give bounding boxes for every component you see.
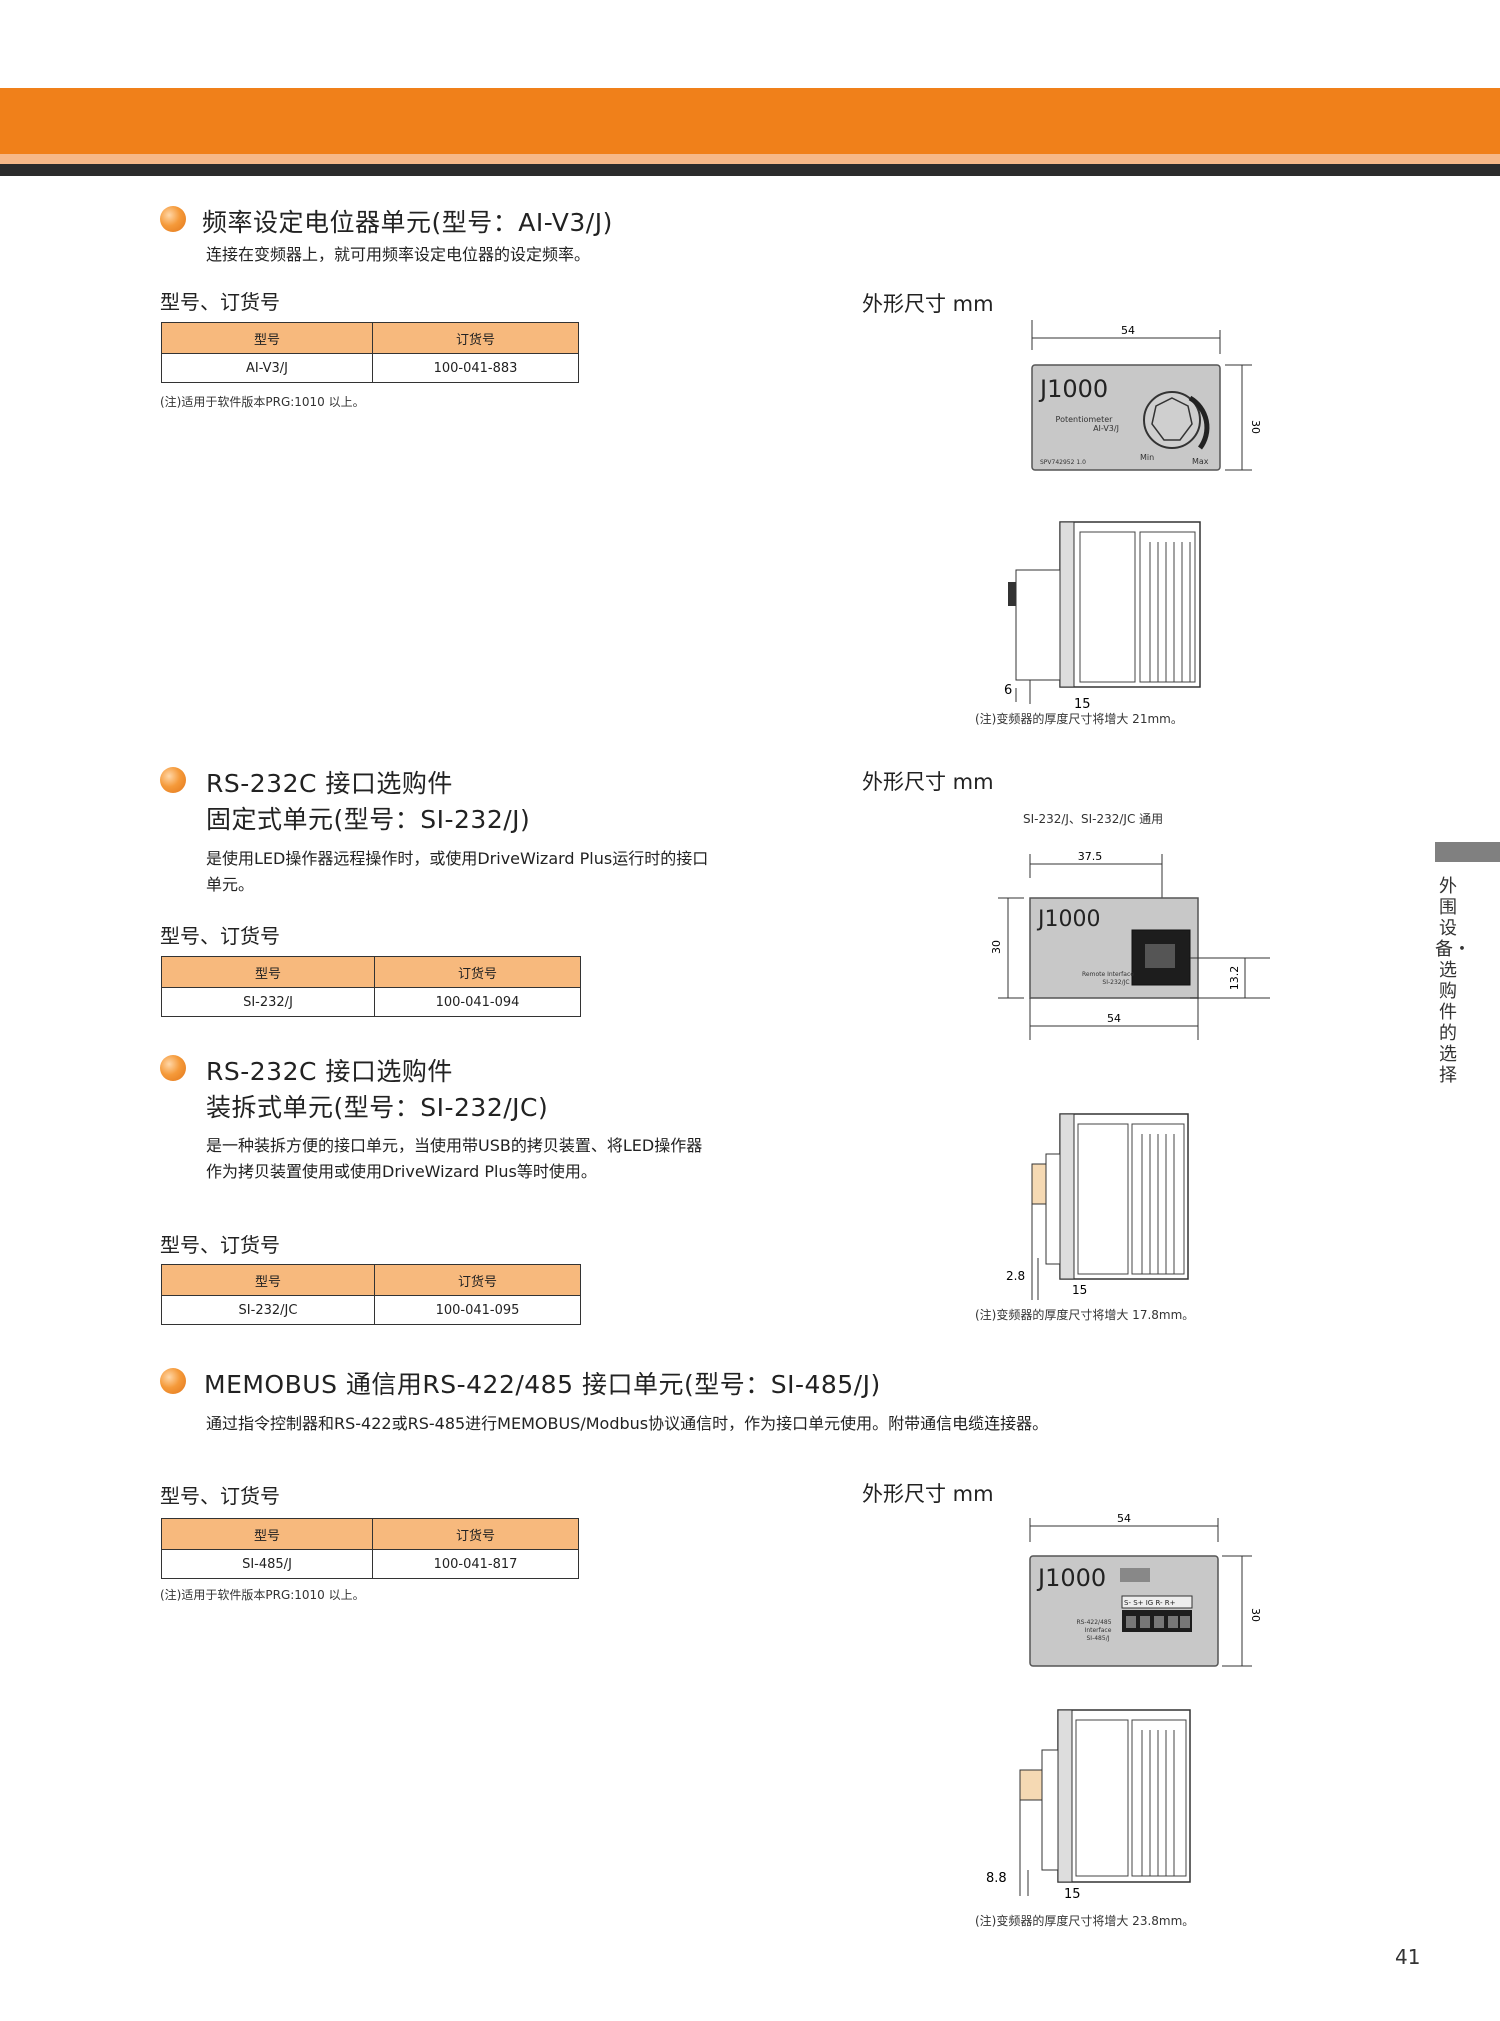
- label-interface: Interface: [1085, 1627, 1112, 1634]
- page-number: 41: [1395, 1945, 1421, 1969]
- table-subhead: 型号、订货号: [160, 290, 280, 314]
- terminal-labels: S- S+ IG R- R+: [1124, 1599, 1176, 1607]
- table-cell-order: 100-041-094: [374, 987, 581, 1017]
- section-title-line2: 固定式单元(型号：SI-232/J): [206, 805, 531, 834]
- section-bullet-icon: [160, 1055, 186, 1081]
- model-label: J1000: [1038, 375, 1108, 403]
- section-title-line1: RS-232C 接口选购件: [206, 769, 453, 798]
- drawing-note: (注)变频器的厚度尺寸将增大 21mm。: [975, 712, 1183, 726]
- section-description-line1: 是一种装拆方便的接口单元，当使用带USB的拷贝装置、将LED操作器: [206, 1136, 703, 1155]
- table-header-model: 型号: [161, 1518, 373, 1550]
- dim-height: 30: [1249, 420, 1260, 434]
- section-description-line2: 单元。: [206, 875, 255, 894]
- section-description: 连接在变频器上，就可用频率设定电位器的设定频率。: [206, 245, 591, 264]
- section-bullet-icon: [160, 767, 186, 793]
- dim-width-bottom: 54: [1107, 1012, 1121, 1025]
- label-interface: Remote Interface: [1082, 971, 1134, 978]
- section-bullet-icon: [160, 206, 186, 232]
- table-header-order: 订货号: [374, 956, 581, 988]
- dim-offset: 8.8: [986, 1871, 1007, 1886]
- drawing-note: (注)变频器的厚度尺寸将增大 17.8mm。: [975, 1308, 1195, 1322]
- model-label: J1000: [1036, 1564, 1106, 1592]
- table-header-order: 订货号: [374, 1264, 581, 1296]
- dim-height: 30: [1249, 1608, 1260, 1622]
- side-tab-marker: [1435, 842, 1500, 862]
- label-interface-type: RS-422/485: [1076, 1619, 1111, 1626]
- table-cell-order: 100-041-883: [372, 353, 579, 383]
- table-cell-model: SI-232/J: [161, 987, 375, 1017]
- label-model-code: SI-232/JC: [1102, 979, 1129, 986]
- dimension-heading: 外形尺寸 mm: [862, 1482, 994, 1506]
- table-cell-order: 100-041-817: [372, 1549, 579, 1579]
- dimension-heading: 外形尺寸 mm: [862, 292, 994, 316]
- section-description-line2: 作为拷贝装置使用或使用DriveWizard Plus等时使用。: [206, 1162, 597, 1181]
- section-title: MEMOBUS 通信用RS-422/485 接口单元(型号：SI-485/J): [204, 1370, 881, 1399]
- table-cell-model: AI-V3/J: [161, 353, 373, 383]
- section-title-line1: RS-232C 接口选购件: [206, 1057, 453, 1086]
- table-header-model: 型号: [161, 1264, 375, 1296]
- label-potentiometer: Potentiometer: [1056, 415, 1114, 424]
- dim-offset: 6: [1004, 683, 1012, 698]
- label-code: SPV742952 1.0: [1040, 459, 1086, 466]
- label-model-code: SI-485/J: [1087, 1635, 1110, 1642]
- dim-depth: 15: [1064, 1887, 1081, 1902]
- table-note: (注)适用于软件版本PRG:1010 以上。: [160, 395, 365, 409]
- front-drawing-potentiometer: 54 J1000 Potentiometer AI-V3/J Min Max S…: [1031, 320, 1260, 471]
- model-label: J1000: [1036, 907, 1100, 932]
- dim-width-top: 37.5: [1078, 850, 1103, 863]
- dim-width: 54: [1117, 1512, 1131, 1525]
- front-drawing-si232: 37.5 J1000 Remote Interface SI-232/JC 30…: [990, 850, 1270, 1040]
- header-band: [0, 88, 1500, 154]
- table-subhead: 型号、订货号: [160, 1484, 280, 1508]
- table-note: (注)适用于软件版本PRG:1010 以上。: [160, 1588, 365, 1602]
- table-header-model: 型号: [161, 956, 375, 988]
- section-title: 频率设定电位器单元(型号：AI-V3/J): [202, 208, 613, 237]
- dim-height: 30: [990, 940, 1003, 954]
- applies-note: SI-232/J、SI-232/JC 通用: [1023, 812, 1164, 826]
- side-drawing-si485: 8.8 15: [986, 1709, 1191, 1902]
- header-band-dark: [0, 164, 1500, 176]
- table-header-order: 订货号: [372, 322, 579, 354]
- table-cell-model: SI-232/JC: [161, 1295, 375, 1325]
- section-description-line1: 是使用LED操作器远程操作时，或使用DriveWizard Plus运行时的接口: [206, 849, 709, 868]
- label-min: Min: [1140, 453, 1154, 462]
- label-model-code: AI-V3/J: [1093, 424, 1119, 433]
- side-tab-label: 外围设备・选购件的选择: [1435, 876, 1471, 1086]
- front-drawing-si485: 54 J1000 S- S+ IG R- R+ RS-422/485 Inter…: [1029, 1512, 1260, 1667]
- table-cell-model: SI-485/J: [161, 1549, 373, 1579]
- dim-depth: 15: [1072, 1283, 1087, 1297]
- drawing-note: (注)变频器的厚度尺寸将增大 23.8mm。: [975, 1914, 1195, 1928]
- header-band-light: [0, 154, 1500, 164]
- dimension-heading: 外形尺寸 mm: [862, 770, 994, 794]
- table-subhead: 型号、订货号: [160, 1233, 280, 1257]
- side-drawing-si232: 2.8 15: [1006, 1113, 1189, 1300]
- dim-depth: 15: [1074, 697, 1091, 712]
- label-max: Max: [1192, 457, 1209, 466]
- dim-port-height: 13.2: [1228, 966, 1241, 991]
- table-header-order: 订货号: [372, 1518, 579, 1550]
- table-subhead: 型号、订货号: [160, 924, 280, 948]
- table-cell-order: 100-041-095: [374, 1295, 581, 1325]
- dim-offset: 2.8: [1006, 1269, 1025, 1283]
- section-bullet-icon: [160, 1368, 186, 1394]
- dim-width: 54: [1121, 324, 1135, 337]
- section-description: 通过指令控制器和RS-422或RS-485进行MEMOBUS/Modbus协议通…: [206, 1414, 1049, 1433]
- section-title-line2: 装拆式单元(型号：SI-232/JC): [206, 1093, 549, 1122]
- table-header-model: 型号: [161, 322, 373, 354]
- side-drawing-potentiometer: 6 15: [1004, 521, 1201, 712]
